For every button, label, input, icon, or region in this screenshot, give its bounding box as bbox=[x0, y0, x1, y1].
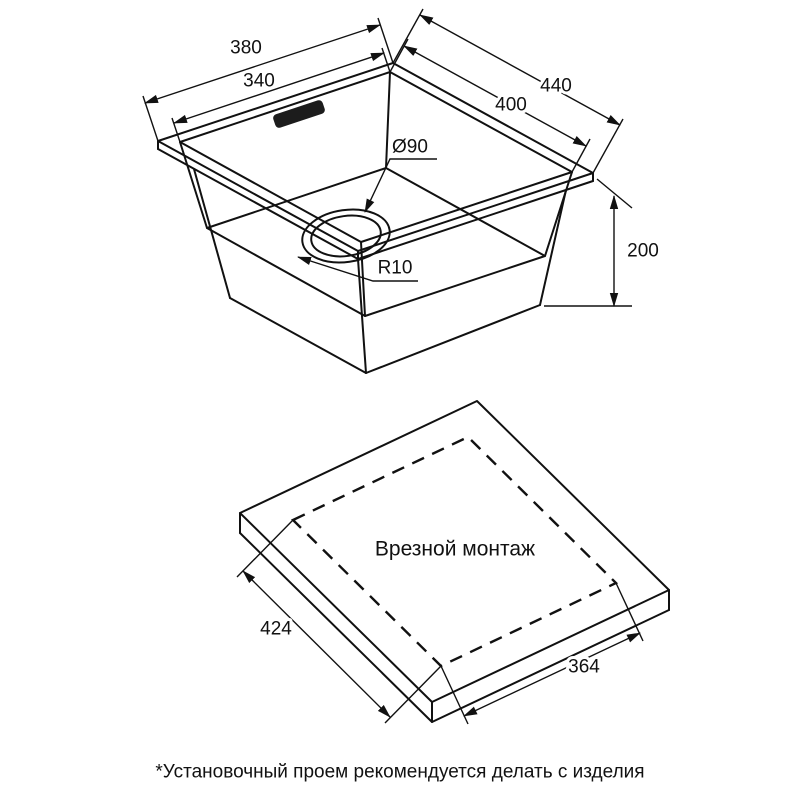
dim-label-bowl-depth: 200 bbox=[627, 241, 659, 262]
countertop-slab-outline bbox=[239, 400, 670, 723]
cutout-dimension-lines bbox=[236, 519, 644, 725]
dim-line-cutout-length bbox=[242, 570, 391, 718]
sink-bowl-bottom-edge bbox=[206, 167, 546, 317]
brand-logo-plate bbox=[273, 100, 325, 128]
dim-label-outer-depth: 440 bbox=[540, 76, 572, 97]
drain-outer-circle bbox=[301, 208, 391, 264]
dim-line-cutout-width bbox=[463, 632, 641, 717]
drain-inner-circle bbox=[310, 214, 382, 258]
dim-label-inner-width: 340 bbox=[243, 71, 275, 92]
dim-label-cutout-length: 424 bbox=[260, 619, 292, 640]
dim-label-inner-depth: 400 bbox=[495, 95, 527, 116]
dim-label-drain-diameter: Ø90 bbox=[392, 137, 428, 158]
corner-radius-leader-line bbox=[297, 256, 418, 282]
sink-dimension-lines bbox=[142, 8, 633, 307]
sink-isometric-view: 380 340 440 400 200 Ø90 R10 bbox=[142, 8, 662, 374]
countertop-cutout-view: Врезной монтаж 424 364 bbox=[236, 400, 670, 725]
dim-label-corner-radius: R10 bbox=[378, 258, 413, 279]
sink-outline bbox=[157, 62, 594, 374]
dim-label-outer-width: 380 bbox=[230, 38, 262, 59]
dim-label-cutout-width: 364 bbox=[568, 657, 600, 678]
mount-type-label: Врезной монтаж bbox=[375, 538, 535, 561]
drain-hole bbox=[301, 208, 391, 264]
drain-diameter-leader-line bbox=[364, 158, 437, 213]
dim-line-inner-width bbox=[173, 52, 385, 124]
dim-line-inner-depth bbox=[403, 45, 587, 147]
installation-footnote: *Установочный проем рекомендуется делать… bbox=[155, 762, 644, 783]
